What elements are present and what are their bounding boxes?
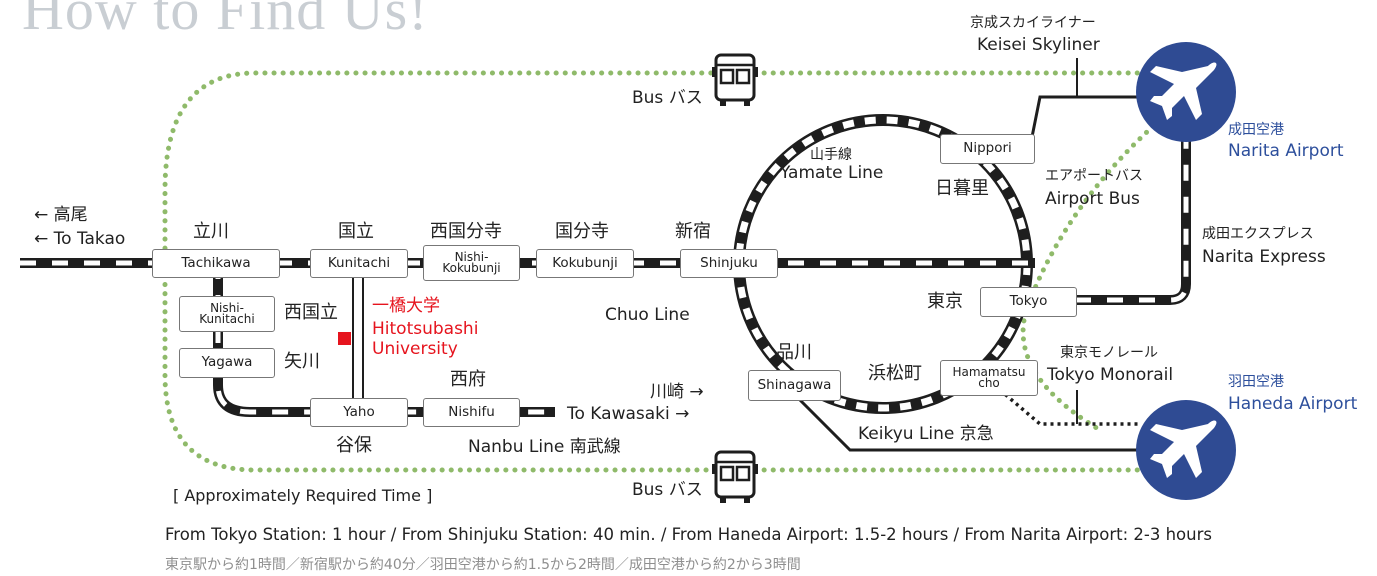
station-label-nishi-kunitachi-ja: 西国立 [284,302,338,323]
nanbu-line [213,263,555,417]
nanbu-line-label: Nanbu Line 南武線 [468,437,621,457]
station-label-yagawa-ja: 矢川 [284,351,320,372]
required-time-heading: [ Approximately Required Time ] [173,486,433,505]
station-name-line1: Nishi- [454,249,489,264]
station-name-line2: Kunitachi [199,312,255,326]
station-label-nippori-ja: 日暮里 [935,178,989,199]
bus-label-bottom: Bus バス [632,480,703,500]
keikyu-line-label: Keikyu Line 京急 [858,424,994,444]
station-shinjuku[interactable]: Shinjuku [680,249,778,278]
station-name-line2: cho [978,376,1000,390]
narita-airport-label-ja: 成田空港 [1228,122,1284,138]
station-nishi-kokubunji[interactable]: Nishi-Kokubunji [423,245,520,281]
station-label-shinagawa-ja: 品川 [776,342,812,363]
narita-express-label-ja: 成田エクスプレス [1202,226,1314,242]
university-name-ja: 一橋大学 [372,296,440,316]
university-name-en-2: University [372,339,458,359]
university-name-en-1: Hitotsubashi [372,319,479,339]
tokyo-monorail-line [998,388,1140,426]
station-tokyo[interactable]: Tokyo [980,287,1077,317]
haneda-airport-icon [1136,400,1236,500]
station-label-yaho-ja: 谷保 [336,435,372,456]
bus-icon [712,450,758,503]
station-label-nishifu-ja: 西府 [450,369,486,390]
yamate-line-label-en: Yamate Line [780,163,884,183]
station-nishifu[interactable]: Nishifu [423,398,520,427]
airport-bus-label-en: Airport Bus [1045,189,1140,209]
station-name-line1: Nishi- [210,300,244,315]
monorail-label-en: Tokyo Monorail [1047,365,1174,385]
bus-label-top: Bus バス [632,88,703,108]
station-label-nishi-kokubunji-ja: 西国分寺 [430,221,502,242]
airport-bus-route [1020,117,1163,433]
monorail-label-ja: 東京モノレール [1060,345,1158,361]
yamate-line-label-ja: 山手線 [810,147,852,163]
station-name-line2: Kokubunji [442,261,501,275]
keikyu-line [798,398,1140,452]
required-time-english: From Tokyo Station: 1 hour / From Shinju… [165,525,1212,544]
station-label-tokyo-ja: 東京 [927,291,963,312]
chuo-line-label: Chuo Line [605,305,690,325]
station-nippori[interactable]: Nippori [940,134,1035,164]
station-kunitachi[interactable]: Kunitachi [310,249,408,278]
page-title: How to Find Us! [22,0,429,42]
to-takao-en: ← To Takao [34,229,126,249]
station-label-shinjuku-ja: 新宿 [675,221,711,242]
bus-icon [712,53,758,106]
university-marker [338,332,351,345]
station-shinagawa[interactable]: Shinagawa [748,370,841,401]
station-yaho[interactable]: Yaho [310,398,408,427]
haneda-airport-label-en: Haneda Airport [1228,394,1358,414]
skyliner-label-ja: 京成スカイライナー [970,15,1096,31]
narita-express-label-en: Narita Express [1202,247,1326,267]
station-nishi-kunitachi[interactable]: Nishi-Kunitachi [179,296,275,332]
to-kawasaki-en: To Kawasaki → [567,404,690,424]
station-label-kokubunji-ja: 国分寺 [555,221,609,242]
airport-bus-label-ja: エアポートバス [1045,168,1143,184]
narita-airport-icon [1136,42,1236,142]
keisei-skyliner-line [1028,95,1140,148]
station-name-line1: Hamamatsu [952,364,1026,379]
station-kokubunji[interactable]: Kokubunji [536,249,634,278]
narita-airport-label-en: Narita Airport [1228,141,1344,161]
station-tachikawa[interactable]: Tachikawa [152,249,280,278]
station-label-kunitachi-ja: 国立 [338,221,374,242]
haneda-airport-label-ja: 羽田空港 [1228,374,1284,390]
to-takao-ja: ← 高尾 [34,205,88,225]
station-label-tachikawa-ja: 立川 [193,221,229,242]
skyliner-label-en: Keisei Skyliner [977,35,1100,55]
station-yagawa[interactable]: Yagawa [179,348,275,378]
station-label-hamamatsucho-ja: 浜松町 [868,363,922,384]
university-access [352,270,364,400]
required-time-japanese: 東京駅から約1時間／新宿駅から約40分／羽田空港から約1.5から2時間／成田空港… [165,557,801,573]
narita-express-line [1075,140,1191,305]
to-kawasaki-ja: 川崎 → [650,382,704,402]
